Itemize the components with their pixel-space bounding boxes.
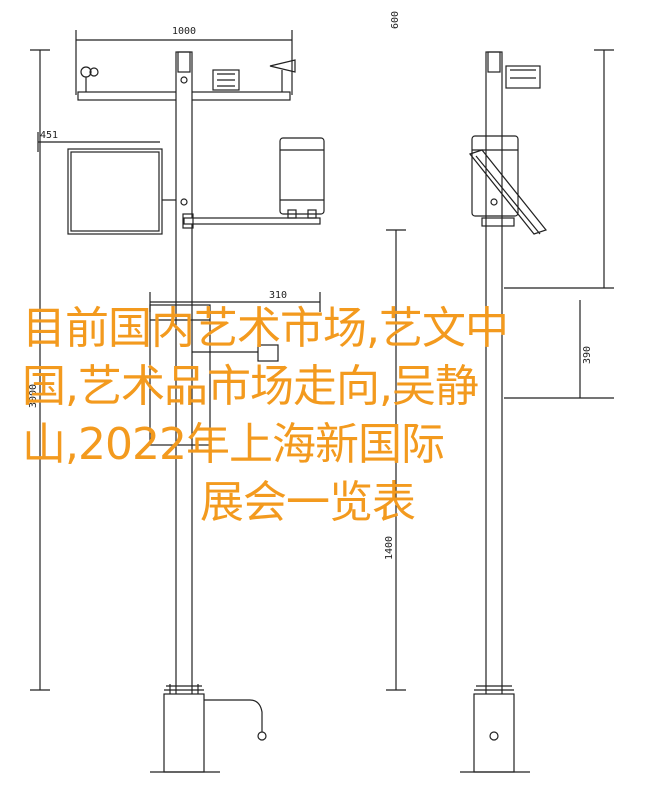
- dim-right-mid: 390: [582, 346, 593, 364]
- title-line-1: 目前国内艺术市场,艺文中: [22, 303, 509, 354]
- dim-panel-width: 451: [40, 130, 58, 141]
- title-line-2: 国,艺术品市场走向,吴静: [22, 361, 479, 412]
- title-line-3: 山,2022年上海新国际: [22, 419, 445, 470]
- title-overlay: 目前国内艺术市场,艺文中 国,艺术品市场走向,吴静 山,2022年上海新国际 展…: [22, 300, 622, 532]
- dim-top-width: 1000: [172, 26, 196, 37]
- title-line-4: 展会一览表: [200, 477, 416, 528]
- dim-right-top: 600: [390, 11, 401, 29]
- dim-mid-width: 310: [269, 290, 287, 301]
- dim-total-height: 3000: [28, 384, 39, 408]
- dim-right-low: 1400: [384, 536, 395, 560]
